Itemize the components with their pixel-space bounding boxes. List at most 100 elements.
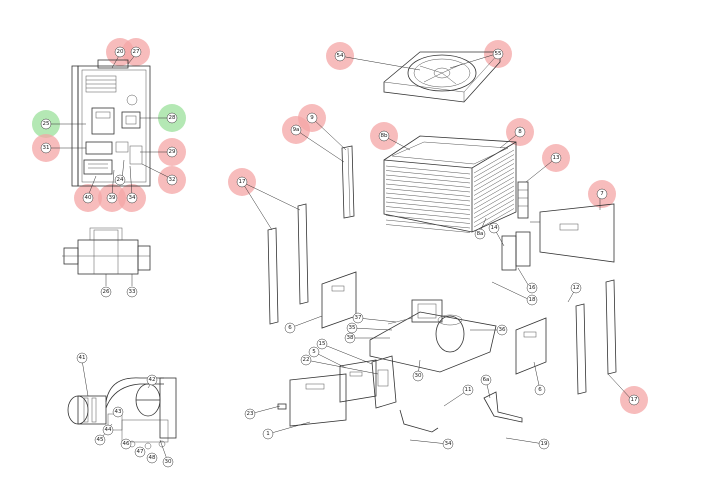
callout-c20: 20 bbox=[114, 46, 126, 58]
callout-ring bbox=[514, 126, 526, 138]
callout-c5: 5 bbox=[308, 346, 320, 358]
callout-c12: 12 bbox=[570, 282, 582, 294]
callout-ring bbox=[114, 174, 126, 186]
callout-ring bbox=[378, 130, 390, 142]
callout-ring bbox=[526, 294, 538, 306]
callout-ring bbox=[112, 406, 124, 418]
callout-c18: 18 bbox=[526, 294, 538, 306]
callout-c34: 34 bbox=[442, 438, 454, 450]
callout-ring bbox=[550, 152, 562, 164]
callout-ring bbox=[596, 188, 608, 200]
callout-c9: 9 bbox=[306, 112, 318, 124]
callout-ring bbox=[166, 174, 178, 186]
callout-ring bbox=[290, 124, 302, 136]
callout-c26: 26 bbox=[100, 286, 112, 298]
callout-number: 17 bbox=[239, 179, 246, 185]
callout-c44: 44 bbox=[102, 424, 114, 436]
callout-ring bbox=[628, 394, 640, 406]
callout-c24: 24 bbox=[114, 174, 126, 186]
callout-number: 54 bbox=[337, 53, 344, 59]
callout-ring bbox=[126, 286, 138, 298]
callout-ring bbox=[412, 370, 424, 382]
callout-c6a: 6 bbox=[284, 322, 296, 334]
callout-ring bbox=[352, 312, 364, 324]
callout-number: 6 bbox=[288, 325, 292, 331]
callout-c45: 45 bbox=[94, 434, 106, 446]
callout-number: 55 bbox=[495, 51, 502, 57]
callout-number: 36 bbox=[499, 327, 506, 333]
callout-number: 6a bbox=[483, 377, 490, 383]
callout-ring bbox=[462, 384, 474, 396]
callout-c28: 28 bbox=[166, 112, 178, 124]
callout-c6c: 6 bbox=[534, 384, 546, 396]
callout-number: 32 bbox=[169, 177, 176, 183]
callout-ring bbox=[120, 438, 132, 450]
callout-c43: 43 bbox=[112, 406, 124, 418]
callout-c27: 27 bbox=[130, 46, 142, 58]
callout-c36: 36 bbox=[496, 324, 508, 336]
callout-c6b: 6a bbox=[480, 374, 492, 386]
callout-ring bbox=[488, 222, 500, 234]
callout-number: 34 bbox=[129, 195, 136, 201]
callout-c17a: 17 bbox=[236, 176, 248, 188]
callout-number: 27 bbox=[133, 49, 140, 55]
callout-number: 40 bbox=[85, 195, 92, 201]
callout-ring bbox=[76, 352, 88, 364]
callout-c17b: 17 bbox=[628, 394, 640, 406]
callout-c25: 25 bbox=[40, 118, 52, 130]
callout-ring bbox=[344, 332, 356, 344]
callout-c16: 16 bbox=[526, 282, 538, 294]
callout-ring bbox=[284, 322, 296, 334]
callout-number: 26 bbox=[103, 289, 110, 295]
callout-c55: 55 bbox=[492, 48, 504, 60]
callout-ring bbox=[474, 228, 486, 240]
callout-c41: 41 bbox=[76, 352, 88, 364]
callout-ring bbox=[300, 354, 312, 366]
callout-c30b: 30 bbox=[162, 456, 174, 468]
callout-c14: 14 bbox=[488, 222, 500, 234]
panels-drawing bbox=[267, 145, 617, 433]
callout-ring bbox=[100, 286, 112, 298]
callout-ring bbox=[146, 452, 158, 464]
callout-c38: 38 bbox=[344, 332, 356, 344]
callout-number: 11 bbox=[465, 387, 472, 393]
callout-number: 33 bbox=[129, 289, 136, 295]
callout-ring bbox=[496, 324, 508, 336]
callout-number: 48 bbox=[149, 455, 156, 461]
callout-ring bbox=[334, 50, 346, 62]
callout-number: 44 bbox=[105, 427, 112, 433]
callout-ring bbox=[480, 374, 492, 386]
callout-c1: 1 bbox=[262, 428, 274, 440]
callout-number: 16 bbox=[529, 285, 536, 291]
callout-ring bbox=[114, 46, 126, 58]
callout-ring bbox=[346, 322, 358, 334]
callout-number: 18 bbox=[529, 297, 536, 303]
callout-c22: 22 bbox=[300, 354, 312, 366]
callout-number: 7 bbox=[600, 191, 604, 197]
callout-c39: 39 bbox=[106, 192, 118, 204]
callout-number: 29 bbox=[169, 149, 176, 155]
callout-number: 34 bbox=[445, 441, 452, 447]
callout-ring bbox=[244, 408, 256, 420]
callout-number: 15 bbox=[319, 341, 326, 347]
callout-number: 28 bbox=[169, 115, 176, 121]
callout-c37: 37 bbox=[352, 312, 364, 324]
callout-c23: 23 bbox=[244, 408, 256, 420]
callout-ring bbox=[130, 46, 142, 58]
callout-number: 17 bbox=[631, 397, 638, 403]
callout-ring bbox=[570, 282, 582, 294]
pump-assembly-drawing bbox=[67, 377, 177, 450]
callout-ring bbox=[102, 424, 114, 436]
callout-c35: 35 bbox=[346, 322, 358, 334]
callout-ring bbox=[308, 346, 320, 358]
control-box-drawing bbox=[71, 59, 151, 187]
callout-c29: 29 bbox=[166, 146, 178, 158]
callout-number: 5 bbox=[312, 349, 316, 355]
callout-c7: 7 bbox=[596, 188, 608, 200]
callout-number: 23 bbox=[247, 411, 254, 417]
callout-ring bbox=[262, 428, 274, 440]
side-view-drawing bbox=[62, 227, 151, 286]
callout-number: 46 bbox=[123, 441, 130, 447]
